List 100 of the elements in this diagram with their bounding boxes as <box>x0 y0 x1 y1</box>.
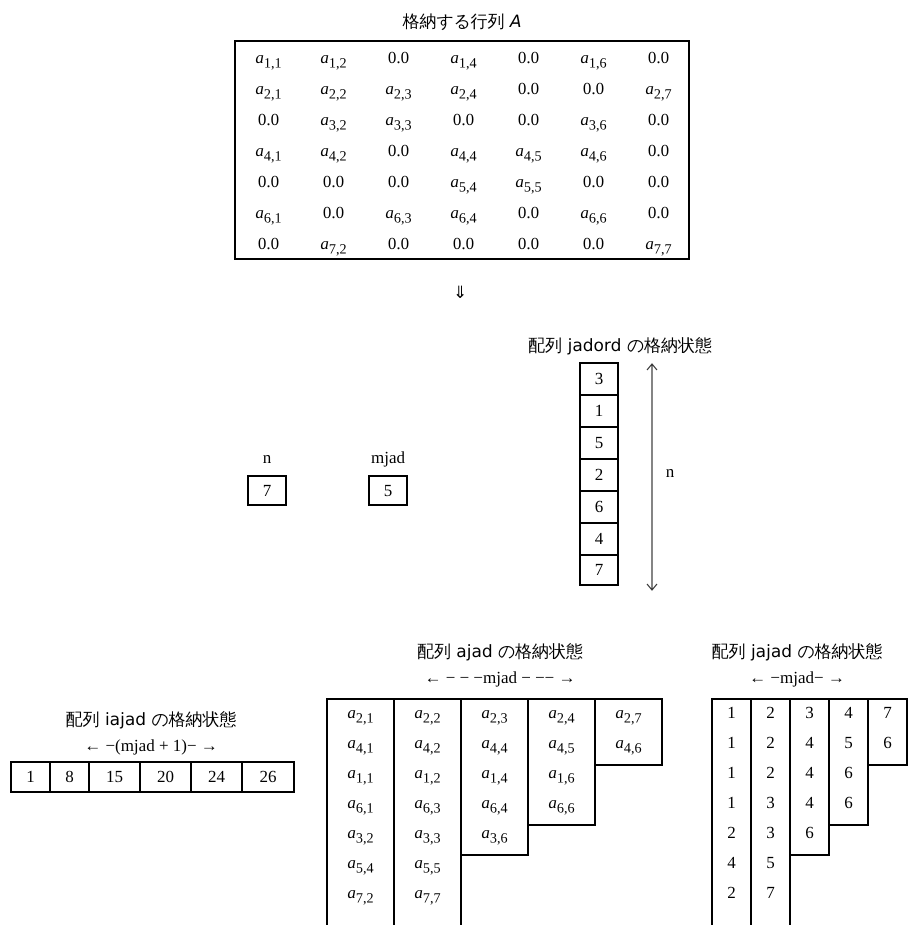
array-entry: a$_{4,2}$ <box>413 733 442 758</box>
array-column <box>711 698 752 925</box>
array-entry: a$_{3,3}$ <box>413 823 442 848</box>
array-entry: 5 <box>843 733 854 753</box>
matrix-entry: 0.0 <box>256 110 280 130</box>
array-entry: a$_{6,6}$ <box>547 793 576 818</box>
array-column <box>750 698 791 925</box>
matrix-entry: 0.0 <box>516 79 540 99</box>
array-entry: a$_{2,3}$ <box>480 703 509 728</box>
array-entry: 2 <box>765 763 776 783</box>
matrix-title: 格納する行列 A <box>401 11 523 33</box>
array-cell: 5 <box>579 426 619 460</box>
array-column <box>594 698 663 766</box>
array-entry: 3 <box>804 703 815 723</box>
array-column <box>393 698 462 925</box>
matrix-entry: a$_{5,4}$ <box>449 172 478 196</box>
array-entry: a$_{4,1}$ <box>346 733 375 758</box>
array-entry: a$_{2,7}$ <box>614 703 643 728</box>
array-entry: a$_{1,2}$ <box>413 763 442 788</box>
array-cell: 3 <box>579 362 619 396</box>
array-column <box>867 698 908 766</box>
array-entry: a$_{4,6}$ <box>614 733 643 758</box>
array-cell: 20 <box>139 761 192 793</box>
matrix-entry: 0.0 <box>582 234 606 254</box>
array-entry: 4 <box>804 793 815 813</box>
matrix-entry: a$_{1,1}$ <box>254 48 283 72</box>
array-entry: 2 <box>765 733 776 753</box>
array-entry: a$_{4,5}$ <box>547 733 576 758</box>
array-entry: a$_{4,4}$ <box>480 733 509 758</box>
matrix-entry: a$_{7,7}$ <box>644 234 673 258</box>
direction-arrow: ⇓ <box>452 282 468 303</box>
array-entry: 2 <box>765 703 776 723</box>
array-entry: a$_{2,2}$ <box>413 703 442 728</box>
matrix-entry: a$_{5,5}$ <box>514 172 543 196</box>
span-label: ← −(mjad + 1)− → <box>83 736 219 756</box>
array-entry: 7 <box>765 883 776 903</box>
array-entry: 2 <box>726 823 737 843</box>
array-cell: 1 <box>579 394 619 428</box>
matrix-entry: 0.0 <box>452 110 476 130</box>
matrix-entry: a$_{1,4}$ <box>449 48 478 72</box>
array-entry: 6 <box>804 823 815 843</box>
matrix-entry: a$_{2,7}$ <box>644 79 673 104</box>
array-caption: 配列 ajad の格納状態 <box>416 641 584 663</box>
matrix-entry: 0.0 <box>452 234 476 254</box>
matrix-entry: 0.0 <box>322 172 346 192</box>
array-column <box>828 698 869 826</box>
matrix-entry: a$_{6,6}$ <box>579 203 608 228</box>
array-entry: a$_{5,4}$ <box>346 853 375 878</box>
array-cell: 24 <box>190 761 243 793</box>
array-caption: 配列 jadord の格納状態 <box>527 335 713 357</box>
span-label: ← − − −mjad − −− → <box>423 668 577 688</box>
matrix-entry: a$_{1,2}$ <box>319 48 348 72</box>
dimension-label: n <box>664 462 676 482</box>
matrix-entry: a$_{4,1}$ <box>254 141 283 166</box>
matrix-entry: 0.0 <box>646 203 670 223</box>
array-column <box>326 698 395 925</box>
array-entry: a$_{6,1}$ <box>346 793 375 818</box>
span-label: ← −mjad− → <box>748 668 846 688</box>
array-entry: 2 <box>726 883 737 903</box>
array-cell: 1 <box>10 761 51 793</box>
array-column <box>789 698 830 856</box>
array-entry: 1 <box>726 703 737 723</box>
matrix-entry: a$_{2,3}$ <box>384 79 413 104</box>
array-cell: 2 <box>579 458 619 492</box>
matrix-entry: a$_{6,1}$ <box>254 203 283 228</box>
matrix-entry: a$_{3,6}$ <box>579 110 608 134</box>
matrix-entry: a$_{3,3}$ <box>384 110 413 134</box>
matrix-entry: a$_{4,4}$ <box>449 141 478 166</box>
matrix-entry: 0.0 <box>516 48 540 68</box>
matrix-entry: 0.0 <box>256 234 280 254</box>
matrix-entry: 0.0 <box>256 172 280 192</box>
array-entry: 6 <box>882 733 893 753</box>
matrix-entry: a$_{7,2}$ <box>319 234 348 258</box>
matrix-entry: a$_{2,4}$ <box>449 79 478 104</box>
matrix-entry: a$_{6,3}$ <box>384 203 413 228</box>
array-entry: 1 <box>726 793 737 813</box>
matrix-entry: 0.0 <box>386 48 410 68</box>
matrix-entry: 0.0 <box>516 234 540 254</box>
variable-name: mjad <box>370 448 406 468</box>
array-entry: 4 <box>804 763 815 783</box>
array-cell: 26 <box>241 761 295 793</box>
array-entry: 4 <box>843 703 854 723</box>
matrix-entry: 0.0 <box>516 203 540 223</box>
matrix-entry: a$_{3,2}$ <box>319 110 348 134</box>
array-column <box>527 698 596 826</box>
value-cell: 5 <box>368 475 408 506</box>
matrix-entry: 0.0 <box>582 172 606 192</box>
array-entry: 1 <box>726 733 737 753</box>
array-entry: a$_{2,1}$ <box>346 703 375 728</box>
matrix-entry: 0.0 <box>582 79 606 99</box>
matrix-entry: a$_{2,2}$ <box>319 79 348 104</box>
matrix-entry: a$_{4,5}$ <box>514 141 543 166</box>
array-entry: a$_{6,4}$ <box>480 793 509 818</box>
matrix-entry: 0.0 <box>322 203 346 223</box>
array-caption: 配列 iajad の格納状態 <box>64 709 238 731</box>
array-cell: 4 <box>579 522 619 556</box>
value-cell: 7 <box>247 475 287 506</box>
array-cell: 7 <box>579 554 619 586</box>
matrix-entry: 0.0 <box>646 172 670 192</box>
matrix-entry: 0.0 <box>516 110 540 130</box>
